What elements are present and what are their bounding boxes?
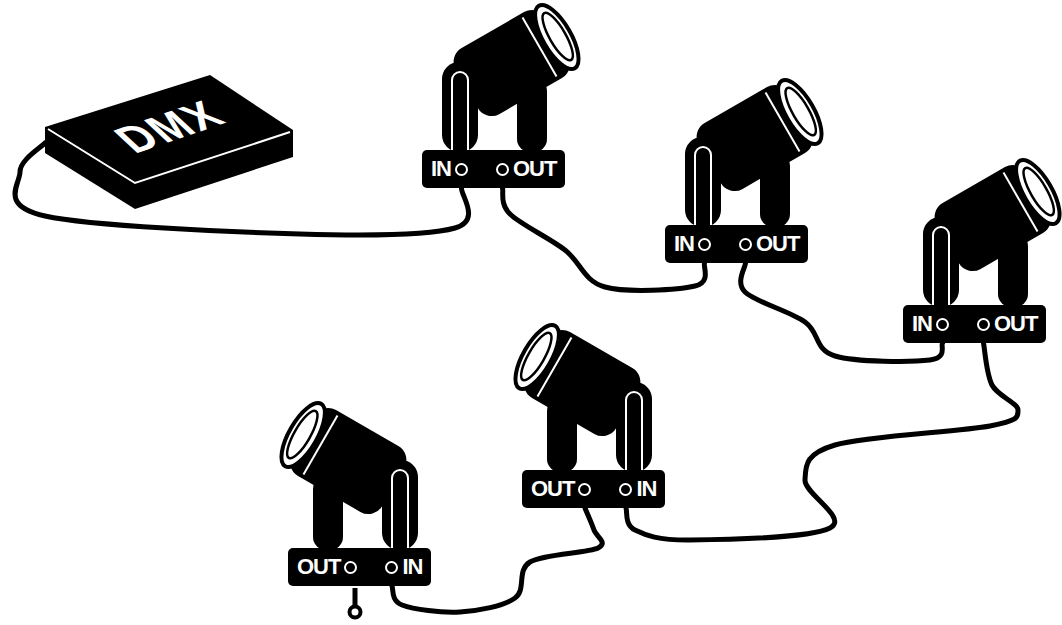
dmx-jack [385,561,398,574]
dmx-jack [739,238,752,251]
dmx-cable [626,343,1018,540]
port-label: IN [636,476,656,502]
dmx-jack [455,163,468,176]
port-label: IN [402,554,422,580]
moving-head-fixture [272,395,418,550]
dmx-jack [578,483,591,496]
dmx-jack [619,483,632,496]
dmx-jack [496,163,509,176]
dmx-cable [503,188,706,290]
port-label: OUT [297,554,340,580]
dmx-controller: DMX [45,75,295,210]
moving-head-fixture [506,317,652,472]
dmx-jack [344,561,357,574]
controller-body [45,75,293,209]
fixture-base: IN OUT [422,150,565,188]
dmx-cable [741,263,943,361]
port-label: OUT [756,231,799,257]
port-label: IN [431,156,451,182]
port-label: IN [674,231,694,257]
dmx-terminator [350,607,361,618]
port-label: OUT [513,156,556,182]
fixture-base: IN OUT [903,305,1046,343]
terminator-lead [353,588,358,606]
fixture-base: OUT IN [288,548,431,586]
dmx-jack [698,238,711,251]
fixture-base: IN OUT [665,225,808,263]
port-label: IN [912,311,932,337]
port-label: OUT [994,311,1037,337]
dmx-jack [936,318,949,331]
moving-head-fixture [923,152,1062,307]
dmx-jack [977,318,990,331]
moving-head-fixture [442,0,588,152]
fixture-base: OUT IN [522,470,665,508]
moving-head-fixture [685,72,831,227]
port-label: OUT [531,476,574,502]
